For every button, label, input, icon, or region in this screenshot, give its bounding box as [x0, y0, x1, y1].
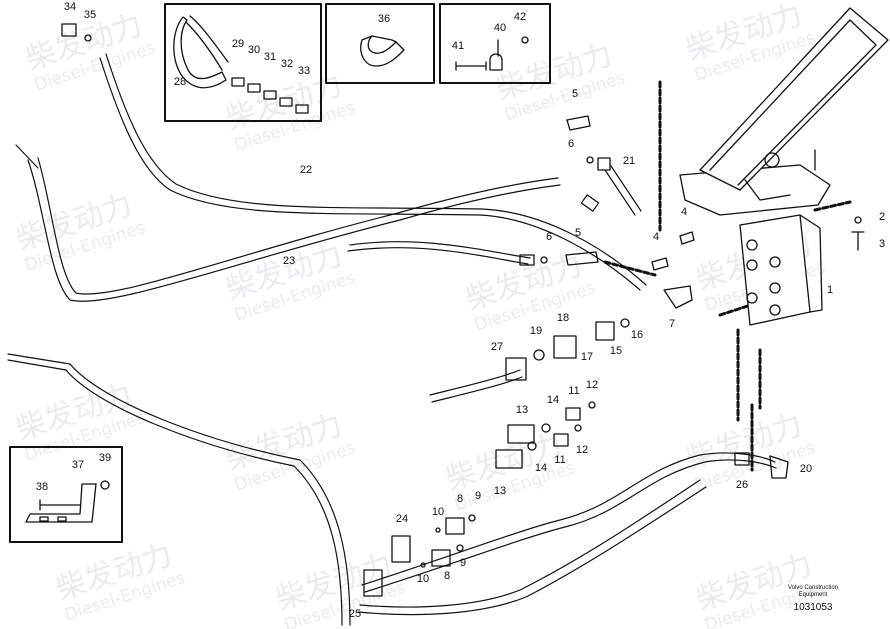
detail-box-clamp [325, 3, 435, 84]
detail-box-bracket-bolt [439, 3, 551, 84]
part-label-5: 5 [575, 227, 581, 239]
hose-22 [99, 53, 647, 291]
part-label-26: 26 [736, 479, 748, 491]
fittings [61, 23, 789, 597]
part-label-33: 33 [298, 65, 310, 77]
part-label-15: 15 [610, 345, 622, 357]
part-label-11: 11 [568, 385, 579, 397]
part-label-28: 28 [174, 76, 186, 88]
part-label-21: 21 [623, 155, 635, 167]
part-label-9: 9 [475, 490, 481, 502]
part-label-1: 1 [827, 284, 833, 296]
part-label-4: 4 [653, 231, 659, 243]
part-label-8: 8 [457, 493, 463, 505]
part-label-24: 24 [396, 513, 408, 525]
part-label-23: 23 [283, 255, 295, 267]
part-label-34: 34 [64, 1, 76, 13]
part-label-42: 42 [514, 11, 526, 23]
part-label-35: 35 [84, 9, 96, 21]
caption-division: Equipment [798, 592, 828, 598]
part-label-7: 7 [669, 318, 675, 330]
part-label-16: 16 [631, 329, 643, 341]
part-label-29: 29 [232, 38, 244, 50]
caption-company: Volvo Construction [787, 585, 839, 591]
part-label-3: 3 [879, 238, 885, 250]
part-label-17: 17 [581, 351, 593, 363]
part-label-20: 20 [800, 463, 812, 475]
hose-lower-right [357, 452, 777, 616]
part-label-2: 2 [879, 211, 885, 223]
part-label-30: 30 [248, 44, 260, 56]
part-label-4: 4 [681, 206, 687, 218]
hose-21 [604, 165, 642, 216]
part-label-32: 32 [281, 58, 293, 70]
part-label-14: 14 [547, 394, 559, 406]
part-number-labels: 1234455667889910101111121213131414151617… [36, 1, 885, 620]
pedal-assembly [679, 7, 889, 216]
part-label-22: 22 [300, 164, 312, 176]
hose-left-lower [7, 353, 351, 626]
part-label-10: 10 [417, 573, 429, 585]
part-label-27: 27 [491, 341, 503, 353]
detail-box-plate [9, 446, 123, 543]
part-label-37: 37 [72, 459, 84, 471]
part-label-41: 41 [452, 40, 464, 52]
part-label-14: 14 [535, 462, 547, 474]
part-label-5: 5 [572, 88, 578, 100]
part-label-38: 38 [36, 481, 48, 493]
part-label-31: 31 [264, 51, 276, 63]
part-label-8: 8 [444, 570, 450, 582]
detail-box-strap-kit [164, 3, 322, 122]
hose-27 [429, 369, 523, 403]
part-label-6: 6 [568, 138, 574, 150]
part-label-12: 12 [586, 379, 598, 391]
part-label-10: 10 [432, 506, 444, 518]
part-label-18: 18 [557, 312, 569, 324]
part-label-39: 39 [99, 452, 111, 464]
part-label-6: 6 [546, 231, 552, 243]
part-label-9: 9 [460, 557, 466, 569]
part-label-13: 13 [494, 485, 506, 497]
part-label-12: 12 [576, 444, 588, 456]
valve-block-1 [739, 214, 823, 326]
part-label-19: 19 [530, 325, 542, 337]
part-label-36: 36 [378, 13, 390, 25]
hose-23 [15, 144, 561, 302]
caption-drawing-number: 1031053 [793, 602, 833, 613]
part-label-11: 11 [554, 454, 565, 466]
part-label-13: 13 [516, 404, 528, 416]
bolts-2-3 [851, 216, 865, 251]
part-label-40: 40 [494, 22, 506, 34]
part-label-25: 25 [349, 608, 361, 620]
